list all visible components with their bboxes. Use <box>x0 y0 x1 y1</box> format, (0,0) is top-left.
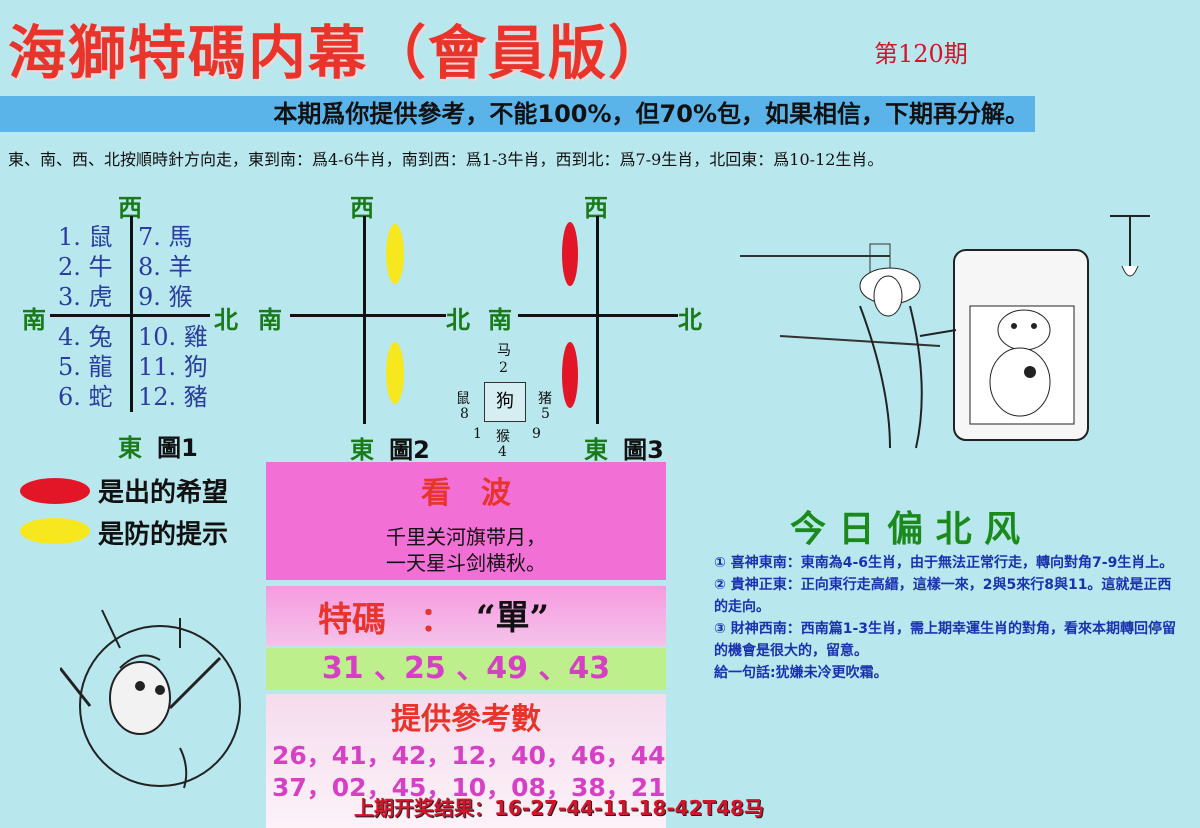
compass-left-num: 8 <box>460 406 469 422</box>
tip-2: ② 貴神正東：正向東行走高縉，這樣一來，2與5來行8與11。這就是正西的走向。 <box>714 577 1172 615</box>
fig2-label: 圖2 <box>389 436 430 464</box>
compass-right-num: 5 <box>541 406 550 422</box>
legend-red-oval <box>20 478 90 504</box>
fig3-horizontal-line <box>518 314 678 317</box>
legend-yellow-text: 是防的提示 <box>98 520 229 550</box>
fig2-horizontal-line <box>290 314 446 317</box>
issue-number: 第120期 <box>874 40 968 68</box>
compass-top-num: 2 <box>499 360 508 376</box>
tip-3: ③ 財神西南：西南篇1-3生肖，需上期幸運生肖的對角，看來本期轉回停留的機會是很… <box>714 621 1177 659</box>
zodiac-item: 7. 馬 <box>138 223 193 251</box>
tip-4: 給一句話:犹嫌未冷更吹霜。 <box>714 665 888 681</box>
zodiac-item: 5. 龍 <box>58 353 113 381</box>
fig1-caption: 東 圖1 <box>118 428 198 463</box>
reference-panel: 提供參考數 26，41，42，12，40，46，44 37，02，45，10，0… <box>266 694 666 828</box>
compass-left-name: 鼠 <box>456 391 470 407</box>
cartoon-ball-character <box>60 609 241 789</box>
fig2-south: 南 <box>258 305 282 334</box>
fig2-east: 東 <box>350 435 374 464</box>
fig3-north: 北 <box>678 305 702 334</box>
compass-right-name: 猪 <box>538 391 552 407</box>
fig2-west: 西 <box>350 193 374 222</box>
zodiac-item: 4. 兔 <box>58 323 113 351</box>
compass-bottom-num: 4 <box>498 444 507 460</box>
tips-list: ① 喜神東南：東南為4-6生肖，由于無法正常行走，轉向對角7-9生肖上。 ② 貴… <box>714 552 1184 684</box>
zodiac-item: 6. 蛇 <box>58 383 113 411</box>
poem-heading: 看 波 <box>421 476 511 511</box>
fig2-caption: 東 圖2 <box>350 430 430 465</box>
zodiac-item: 8. 羊 <box>138 253 193 281</box>
fig3-vertical-line <box>596 216 599 424</box>
banner-text: 本期爲你提供參考，不能100%，但70%包，如果相信，下期再分解。 <box>273 100 1029 128</box>
page-title: 海獅特碼内幕（會員版） <box>8 19 669 87</box>
zodiac-item: 10. 雞 <box>138 323 208 351</box>
poem-line-1: 千里关河旗带月， <box>386 525 546 549</box>
compass-bottom-name: 猴 <box>496 429 510 445</box>
fig1-east: 東 <box>118 433 142 462</box>
fig1-label: 圖1 <box>157 434 198 462</box>
zodiac-item: 12. 豬 <box>138 383 208 411</box>
yellow-oval-lower <box>386 342 404 404</box>
special-code-panel: 特碼 ： “單” <box>266 586 666 646</box>
direction-rule: 東、南、西、北按順時針方向走，東到南：爲4-6牛肖，南到西：爲1-3牛肖，西到北… <box>8 150 884 169</box>
tip-1: ① 喜神東南：東南為4-6生肖，由于無法正常行走，轉向對角7-9生肖上。 <box>714 555 1174 571</box>
cartoon-fridge-scene <box>740 215 1150 449</box>
special-code-label: 特碼 ： <box>318 600 454 640</box>
fig2-north: 北 <box>446 305 470 334</box>
compass-top-name: 马 <box>497 343 511 359</box>
legend-yellow-oval <box>20 518 90 544</box>
yellow-oval-upper <box>386 224 404 284</box>
fig1-south: 南 <box>22 305 46 334</box>
pick-numbers: 31 、25 、49 、43 <box>321 651 611 686</box>
red-oval-lower <box>562 342 578 408</box>
fig3-east: 東 <box>584 435 608 464</box>
fig3-south: 南 <box>488 305 512 334</box>
legend-red-text: 是出的希望 <box>98 478 229 508</box>
last-result: 上期开奖结果：16-27-44-11-18-42T48马 <box>354 796 764 820</box>
reference-line-1: 26，41，42，12，40，46，44 <box>272 741 666 770</box>
fig3-label: 圖3 <box>623 436 664 464</box>
fig1-zodiac-group-a: 1. 鼠 2. 牛 3. 虎 <box>58 222 113 312</box>
zodiac-item: 3. 虎 <box>58 283 113 311</box>
reference-heading: 提供參考數 <box>391 702 541 737</box>
compass-center: 狗 <box>484 382 526 422</box>
zodiac-item: 2. 牛 <box>58 253 113 281</box>
wind-heading: 今 日 偏 北 风 <box>790 508 1021 550</box>
fig1-north: 北 <box>214 305 238 334</box>
zodiac-item: 11. 狗 <box>138 353 208 381</box>
zodiac-item: 1. 鼠 <box>58 223 113 251</box>
fig2-vertical-line <box>363 216 366 424</box>
special-code-value: “單” <box>476 598 550 638</box>
fig1-horizontal-line <box>50 314 210 317</box>
fig1-zodiac-group-d: 10. 雞 11. 狗 12. 豬 <box>138 322 208 412</box>
red-oval-upper <box>562 222 578 286</box>
fig1-zodiac-group-b: 7. 馬 8. 羊 9. 猴 <box>138 222 193 312</box>
poem-line-2: 一天星斗剑横秋。 <box>386 551 546 575</box>
poem-panel: 看 波 千里关河旗带月， 一天星斗剑横秋。 <box>266 462 666 580</box>
banner: 本期爲你提供參考，不能100%，但70%包，如果相信，下期再分解。 <box>0 96 1035 132</box>
reference-line-2: 37，02，45，10，08，38，21 <box>272 773 666 802</box>
compass-bottom-left-num: 1 <box>473 426 482 442</box>
fig3-caption: 東 圖3 <box>584 430 664 465</box>
compass-bottom-right-num: 9 <box>532 426 541 442</box>
pick-numbers-panel: 31 、25 、49 、43 <box>266 648 666 690</box>
zodiac-item: 9. 猴 <box>138 283 193 311</box>
fig1-zodiac-group-c: 4. 兔 5. 龍 6. 蛇 <box>58 322 113 412</box>
